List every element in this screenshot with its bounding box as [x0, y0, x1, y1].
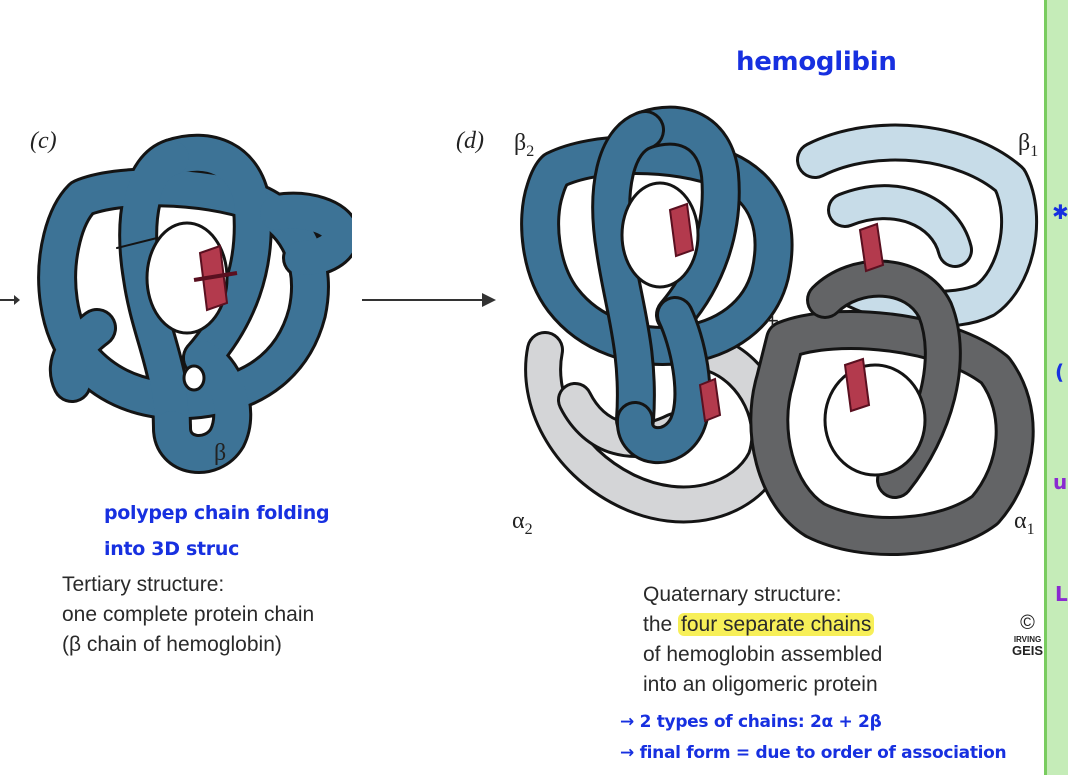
alpha2-label: α2	[512, 508, 533, 538]
side-notes-panel	[1044, 0, 1068, 775]
side-mark-bracket-2: u	[1053, 470, 1068, 494]
beta2-chain	[520, 105, 794, 465]
note-c-line2: into 3D struc	[104, 538, 240, 560]
caption-tertiary-line3: (β chain of hemoglobin)	[62, 633, 282, 656]
caption-tertiary: Tertiary structure: one complete protein…	[62, 570, 314, 660]
incoming-arrow-fragment	[0, 295, 20, 305]
copyright-artist-first: IRVING	[1013, 635, 1042, 644]
alpha1-label: α1	[1014, 508, 1035, 538]
caption-quaternary-line2: the four separate chains	[643, 610, 882, 640]
copyright-mark: © IRVING GEIS	[1012, 612, 1043, 657]
caption-quaternary-line4: into an oligomeric protein	[643, 673, 878, 696]
beta-chain-illustration	[37, 133, 352, 474]
caption-quaternary-line1: Quaternary structure:	[643, 583, 842, 606]
caption-tertiary-line1: Tertiary structure:	[62, 573, 225, 596]
copyright-symbol: ©	[1020, 612, 1035, 634]
copyright-artist-last: GEIS	[1012, 643, 1044, 658]
hemoglobin-tetramer-illustration	[520, 105, 1039, 556]
beta1-label: β1	[1018, 130, 1039, 160]
caption-quaternary-line3: of hemoglobin assembled	[643, 643, 883, 666]
note-c-line1: polypep chain folding	[104, 502, 330, 524]
panel-c-label: (c)	[30, 128, 57, 154]
highlighted-phrase: four separate chains	[678, 613, 875, 636]
side-mark-bracket-3: L	[1055, 582, 1068, 606]
transition-arrow	[362, 293, 496, 307]
caption-tertiary-line2: one complete protein chain	[62, 603, 315, 626]
panel-d-label: (d)	[456, 128, 484, 154]
alpha1-chain	[749, 259, 1035, 556]
center-plus-marker: +	[766, 308, 779, 333]
heme-group	[193, 244, 238, 312]
caption-quaternary: Quaternary structure: the four separate …	[643, 580, 882, 700]
beta2-label: β2	[514, 130, 535, 160]
note-d-line1: → 2 types of chains: 2α + 2β	[620, 712, 882, 732]
note-d-line2: → final form = due to order of associati…	[620, 743, 1007, 763]
title-annotation: hemoglibin	[736, 47, 897, 77]
heme-groups	[668, 202, 885, 423]
beta-chain-label: β	[214, 440, 227, 466]
side-mark-star: ✱	[1052, 200, 1068, 224]
side-mark-bracket-1: (	[1055, 360, 1065, 384]
